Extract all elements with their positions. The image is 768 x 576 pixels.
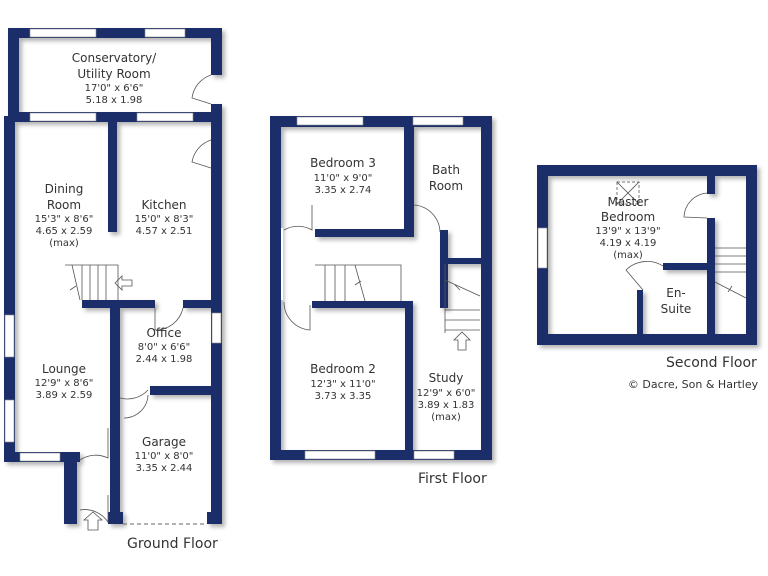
window (136, 112, 194, 122)
room-dimensions-imperial: 12'9" x 6'0" (417, 388, 476, 399)
door (413, 204, 441, 233)
room-dimensions-imperial: 12'9" x 8'6" (35, 378, 94, 389)
door (79, 495, 109, 524)
svg-text:Conservatory/: Conservatory/ (72, 51, 157, 65)
floor-title: Second Floor (666, 355, 757, 371)
room-dimensions-metric: 4.57 x 2.51 (136, 226, 193, 237)
stairs (315, 264, 481, 351)
window (211, 312, 222, 344)
skylight (616, 181, 640, 205)
room-name: Room (47, 198, 81, 212)
room-name: Room (429, 179, 463, 193)
room-name: Suite (661, 302, 692, 316)
floor-title: Ground Floor (127, 536, 218, 552)
stairs (65, 264, 133, 531)
door (191, 74, 212, 105)
room-name: En- (666, 286, 686, 300)
copyright-text: © Dacre, Son & Hartley (628, 378, 759, 391)
second-floor-plan: Master Bedroom 13'9" x 13'9" 4.19 x 4.19… (537, 165, 759, 391)
window (413, 450, 455, 460)
room-name: Bedroom 2 (310, 362, 376, 376)
window (537, 227, 548, 269)
room-dimensions-imperial: 12'3" x 11'0" (310, 379, 375, 390)
second-floor-walls (537, 165, 757, 345)
room-dimensions-imperial: 11'0" x 8'0" (135, 451, 194, 462)
room-name: Master (608, 195, 649, 209)
room-note: (max) (431, 412, 461, 423)
first-floor-walls (270, 116, 492, 460)
stair-arrow-icon (453, 331, 471, 351)
room-note: (max) (613, 250, 643, 261)
window (4, 399, 15, 443)
room-dimensions-metric: 3.35 x 2.74 (315, 185, 372, 196)
room-dimensions-metric: 3.73 x 3.35 (315, 391, 372, 402)
room-dimensions-metric: 2.44 x 1.98 (136, 354, 193, 365)
ground-floor-plan: Conservatory/ Utility Room 17'0" x 6'6" … (4, 28, 222, 552)
room-dimensions-metric: 3.89 x 1.83 (418, 400, 475, 411)
room-dimensions-imperial: 17'0" x 6'6" (85, 83, 144, 94)
door (683, 192, 708, 219)
room-name: Garage (142, 435, 186, 449)
window (19, 452, 61, 462)
room-name: Office (146, 326, 181, 340)
room-dimensions-imperial: 11'0" x 9'0" (314, 173, 373, 184)
floor-title: First Floor (418, 471, 487, 487)
window (296, 116, 364, 126)
room-name: Kitchen (141, 198, 186, 212)
first-floor-plan: Bedroom 3 11'0" x 9'0" 3.35 x 2.74 Bath … (270, 116, 492, 487)
svg-text:Utility Room: Utility Room (77, 67, 150, 81)
room-dimensions-metric: 3.89 x 2.59 (36, 390, 93, 401)
room-name: Study (429, 371, 464, 385)
room-name: Conservatory/ (72, 51, 157, 65)
door (79, 428, 109, 461)
window (304, 450, 376, 460)
entrance-arrow-icon (82, 511, 104, 531)
door (283, 301, 311, 331)
door (625, 261, 664, 291)
room-name: Lounge (42, 362, 86, 376)
room-dimensions-metric: 4.65 x 2.59 (36, 226, 93, 237)
room-dimensions-imperial: 13'9" x 13'9" (595, 226, 660, 237)
stairs (714, 247, 747, 299)
skylight-cross-icon (616, 181, 640, 205)
door (283, 205, 313, 231)
room-name: Bedroom 3 (310, 156, 376, 170)
room-dimensions-imperial: 15'3" x 8'6" (35, 214, 94, 225)
room-name: Dining (45, 182, 84, 196)
room-name: Bedroom (601, 210, 655, 224)
door (191, 139, 212, 169)
room-dimensions-metric: 5.18 x 1.98 (86, 95, 143, 106)
window (144, 28, 186, 38)
room-name: Bath (432, 163, 460, 177)
entry-arrow-icon (114, 275, 133, 291)
door (154, 307, 184, 331)
room-name: Utility Room (77, 67, 150, 81)
room-dimensions-imperial: 8'0" x 6'6" (138, 342, 190, 353)
room-dimensions-metric: 4.19 x 4.19 (600, 238, 657, 249)
window (4, 314, 15, 358)
window (29, 28, 97, 38)
room-dimensions-imperial: 15'0" x 8'3" (135, 214, 194, 225)
window (29, 112, 97, 122)
door (119, 389, 149, 419)
window (412, 116, 464, 126)
room-note: (max) (49, 238, 79, 249)
room-dimensions-metric: 3.35 x 2.44 (136, 463, 193, 474)
